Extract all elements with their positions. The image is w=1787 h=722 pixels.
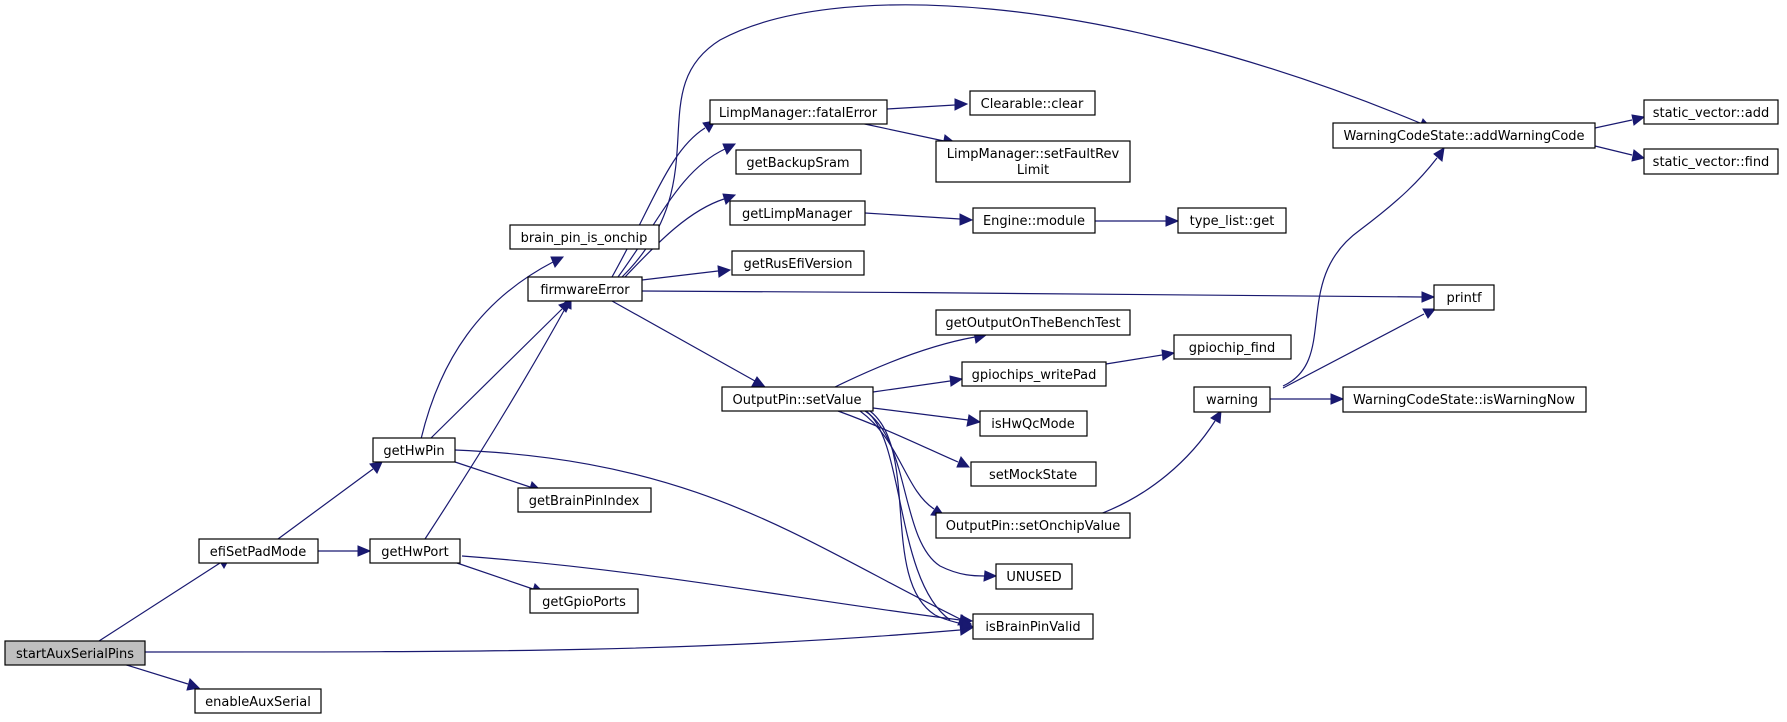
node-static_vector-find[interactable]: static_vector::find [1643, 148, 1779, 175]
node-getHwPin[interactable]: getHwPin [372, 437, 456, 463]
edge-efiSetPadMode-getHwPort [318, 545, 372, 557]
node-label: OutputPin::setOnchipValue [946, 519, 1121, 534]
node-warning[interactable]: warning [1193, 386, 1271, 413]
node-label: WarningCodeState::isWarningNow [1353, 393, 1575, 408]
edge-firmwareError-getRusEfiVersion [641, 265, 732, 281]
node-getBackupSram[interactable]: getBackupSram [735, 149, 862, 175]
node-label: startAuxSerialPins [16, 647, 134, 662]
node-label: isBrainPinValid [985, 620, 1080, 635]
node-label: efiSetPadMode [210, 545, 306, 560]
node-setMockState[interactable]: setMockState [970, 461, 1097, 487]
edge-setValue-setOnchipValue [859, 410, 946, 517]
node-label: Clearable::clear [981, 97, 1084, 112]
node-isBrainPinValid[interactable]: isBrainPinValid [972, 613, 1094, 640]
edge-setValue-isHwQcMode [872, 407, 982, 427]
edge-setValue-UNUSED [864, 410, 998, 582]
node-brain_pin_is_onchip[interactable]: brain_pin_is_onchip [509, 224, 660, 250]
node-OutputPin-setOnchipValue[interactable]: OutputPin::setOnchipValue [935, 512, 1131, 539]
node-label: getHwPin [383, 444, 444, 459]
node-label: printf [1446, 291, 1482, 306]
node-gpiochip_find[interactable]: gpiochip_find [1173, 334, 1292, 360]
node-label: getLimpManager [742, 207, 853, 222]
node-WarningCodeState-addWarningCode[interactable]: WarningCodeState::addWarningCode [1332, 122, 1596, 149]
node-startAuxSerialPins[interactable]: startAuxSerialPins [4, 640, 146, 666]
edge-startAuxSerialPins-efiSetPadMode [98, 556, 231, 642]
edge-warning-addWarningCode [1282, 147, 1445, 387]
node-LimpManager-setFaultRevLimit[interactable]: LimpManager::setFaultRev Limit [935, 140, 1131, 183]
node-label: OutputPin::setValue [733, 393, 862, 408]
node-type_list-get[interactable]: type_list::get [1177, 207, 1287, 234]
node-label: static_vector::add [1653, 106, 1769, 121]
edge-addWarningCode-static_vector-find [1594, 145, 1646, 162]
node-firmwareError[interactable]: firmwareError [527, 276, 643, 302]
node-OutputPin-setValue[interactable]: OutputPin::setValue [721, 386, 874, 412]
edge-gpiochips_writePad-gpiochip_find [1105, 349, 1176, 365]
edge-startAuxSerialPins-isBrainPinValid [144, 623, 974, 653]
node-label: UNUSED [1006, 570, 1061, 585]
node-label: Engine::module [983, 214, 1085, 229]
node-label: gpiochip_find [1189, 341, 1276, 356]
node-LimpManager-fatalError[interactable]: LimpManager::fatalError [709, 99, 888, 125]
node-label: WarningCodeState::addWarningCode [1343, 129, 1584, 144]
node-static_vector-add[interactable]: static_vector::add [1643, 99, 1779, 125]
node-label: LimpManager::fatalError [719, 106, 878, 121]
node-label: enableAuxSerial [205, 695, 311, 710]
edge-firmwareError-OutputPin-setValue [611, 300, 767, 388]
node-label: getOutputOnTheBenchTest [945, 316, 1120, 331]
node-getBrainPinIndex[interactable]: getBrainPinIndex [517, 487, 652, 513]
node-label: firmwareError [540, 283, 630, 298]
node-getRusEfiVersion[interactable]: getRusEfiVersion [731, 250, 865, 276]
edge-firmwareError-LimpManager-fatalError [611, 120, 716, 278]
node-getHwPort[interactable]: getHwPort [369, 538, 461, 564]
node-label: getHwPort [381, 545, 449, 560]
node-label: brain_pin_is_onchip [521, 231, 648, 246]
edge-addWarningCode-static_vector-add [1594, 114, 1646, 129]
node-label: getRusEfiVersion [743, 257, 852, 272]
node-getLimpManager[interactable]: getLimpManager [729, 200, 866, 226]
edge-efiSetPadMode-getHwPin [277, 461, 383, 540]
node-Engine-module[interactable]: Engine::module [972, 207, 1096, 234]
node-label: gpiochips_writePad [972, 368, 1097, 383]
node-label: isHwQcMode [991, 417, 1075, 432]
edge-startAuxSerialPins-enableAuxSerial [119, 662, 201, 691]
edge-setOnchipValue-warning [1099, 409, 1222, 515]
node-UNUSED[interactable]: UNUSED [995, 563, 1073, 590]
edge-fatalError-Clearable-clear [886, 98, 969, 111]
node-enableAuxSerial[interactable]: enableAuxSerial [194, 688, 322, 714]
edge-getLimpManager-Engine-module [864, 212, 974, 226]
edge-getHwPin-brain_pin_is_onchip [420, 256, 565, 440]
edge-firmwareError-printf [641, 290, 1436, 303]
node-label: getBrainPinIndex [529, 494, 640, 509]
node-label: getGpioPorts [542, 595, 626, 610]
node-label: static_vector::find [1653, 155, 1770, 170]
edge-setValue-isBrainPinValid-2 [865, 410, 951, 621]
node-getOutputOnTheBenchTest[interactable]: getOutputOnTheBenchTest [935, 309, 1131, 336]
node-label: warning [1206, 393, 1258, 408]
node-label: setMockState [989, 468, 1077, 483]
node-label: getBackupSram [746, 156, 849, 171]
node-efiSetPadMode[interactable]: efiSetPadMode [198, 538, 319, 564]
node-Clearable-clear[interactable]: Clearable::clear [969, 90, 1096, 116]
node-label-line2: Limit [1017, 163, 1049, 178]
edge-warning-isWarningNow [1270, 393, 1345, 405]
edge-warning-printf [1282, 308, 1437, 389]
node-gpiochips_writePad[interactable]: gpiochips_writePad [961, 361, 1107, 387]
edge-setValue-gpiochips_writePad [872, 375, 964, 393]
node-label-line1: LimpManager::setFaultRev [947, 147, 1120, 162]
edge-firmwareError-getBackupSram [617, 143, 737, 278]
edge-firmwareError-getLimpManager [624, 193, 737, 278]
edge-setValue-setMockState [837, 410, 971, 468]
node-WarningCodeState-isWarningNow[interactable]: WarningCodeState::isWarningNow [1342, 386, 1587, 413]
node-printf[interactable]: printf [1433, 284, 1495, 311]
edge-setValue-isBrainPinValid [869, 410, 975, 630]
node-label: type_list::get [1190, 214, 1275, 229]
node-getGpioPorts[interactable]: getGpioPorts [529, 588, 639, 614]
edge-Engine-module-type_list-get [1095, 215, 1180, 227]
node-isHwQcMode[interactable]: isHwQcMode [979, 410, 1088, 437]
